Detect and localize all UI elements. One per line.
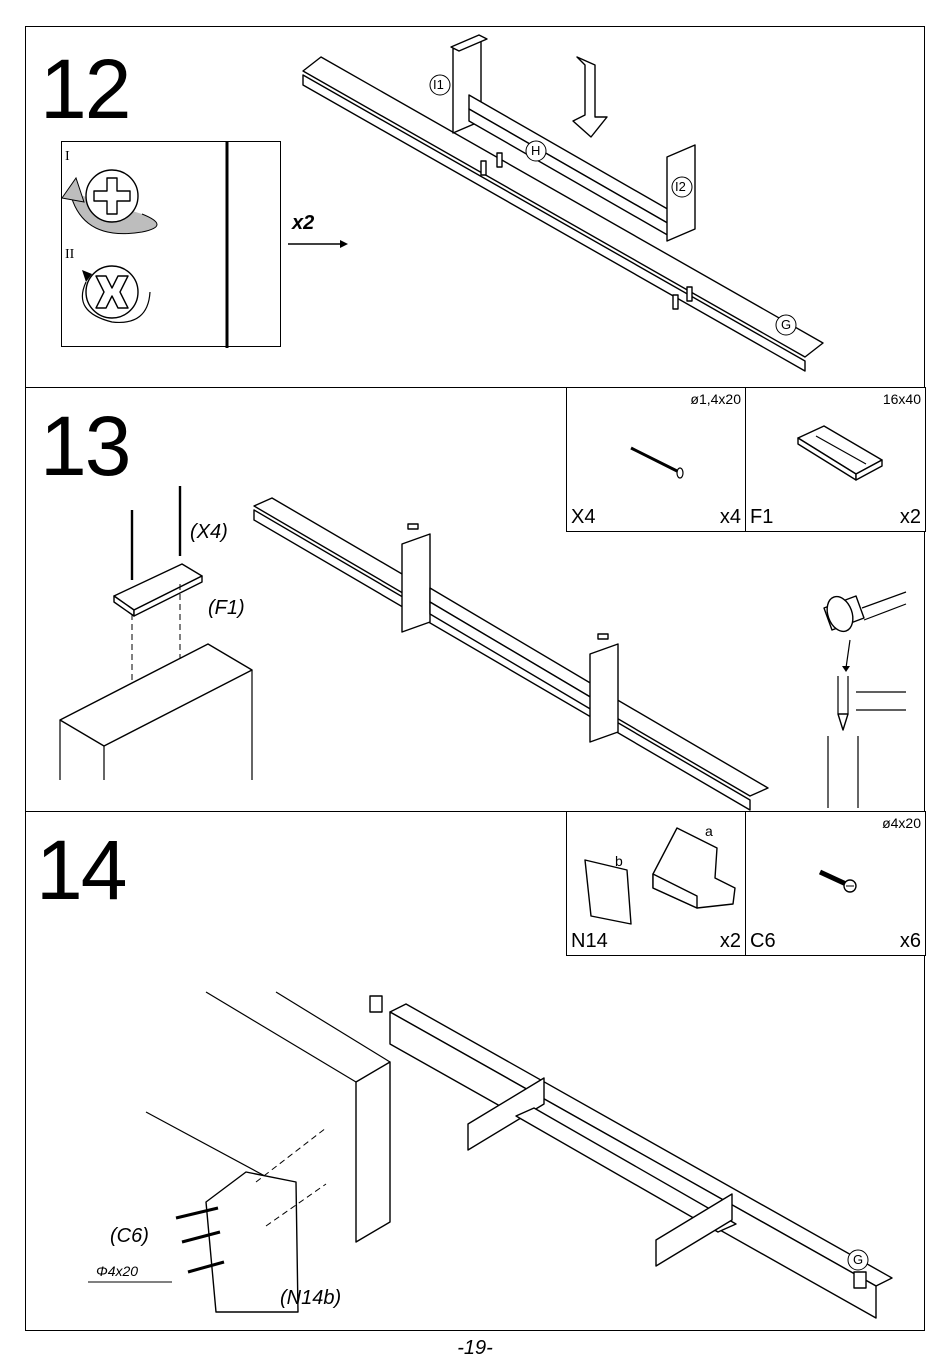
multiplier-label: x2 (292, 212, 315, 234)
step-13-panel: 13 ø1,4x20 X4 x4 16x40 F1 x2 (26, 387, 926, 811)
part-code: F1 (750, 506, 774, 528)
crossbar-label: H (531, 143, 541, 158)
glide-pad-icon (797, 425, 883, 481)
instruction-sheet: 12 I II x2 (25, 26, 926, 1332)
label-bubble-g (775, 314, 797, 336)
nail-icon (630, 446, 684, 479)
part-box-c6: ø4x20 C6 x6 (745, 811, 926, 956)
phase-one-label: I (65, 149, 70, 164)
screw-callout: (C6) (110, 1225, 149, 1247)
post-left-label: I1 (433, 77, 444, 92)
label-bubble-g (847, 1249, 869, 1271)
screw-spec-leader (88, 1281, 172, 1283)
part-spec: 16x40 (882, 391, 921, 407)
part-box-f1: 16x40 F1 x2 (745, 387, 926, 532)
bracket-letter-a: a (705, 823, 713, 839)
bracket-letter-b: b (615, 853, 623, 869)
label-bubble-h (525, 140, 547, 162)
label-bubble-i1 (429, 74, 451, 96)
nails-callout: (X4) (190, 521, 228, 543)
pad-callout: (F1) (208, 597, 245, 619)
rail-with-brackets-drawing (369, 995, 893, 1319)
bracket-callout: (N14b) (280, 1287, 342, 1309)
post-right-label: I2 (675, 179, 686, 194)
label-bubble-i2 (671, 176, 693, 198)
step-12-panel: 12 I II x2 (26, 27, 924, 387)
part-qty: x2 (719, 930, 741, 952)
rail-label: G (853, 1252, 864, 1267)
hammer-detail-drawing (823, 591, 907, 808)
part-qty: x6 (899, 930, 921, 952)
arrow-right-icon (288, 240, 348, 248)
bracket-mount-detail-drawing (145, 991, 391, 1313)
part-code: C6 (750, 930, 776, 952)
rail-label: G (781, 317, 792, 332)
cam-lock-inset: I II (61, 141, 281, 348)
step-number: 14 (36, 823, 127, 917)
part-box-n14: b a N14 x2 (566, 811, 746, 956)
part-code: X4 (571, 506, 596, 528)
part-spec: ø1,4x20 (690, 391, 741, 407)
part-code: N14 (571, 930, 608, 952)
part-qty: x2 (899, 506, 921, 528)
step-number: 12 (40, 42, 131, 136)
step-14-panel: 14 b a N14 x2 ø4x20 C6 x6 (26, 811, 926, 1332)
page-number: -19- (457, 1337, 493, 1359)
bracket-pair-icon (584, 827, 736, 925)
part-qty: x4 (719, 506, 741, 528)
rail-with-legs-drawing (253, 497, 769, 811)
glide-pad-detail-drawing (59, 486, 253, 780)
screw-spec-callout: Φ4x20 (96, 1263, 139, 1279)
screw-icon (818, 869, 857, 893)
cam-lock-drawing (61, 142, 229, 348)
part-box-x4: ø1,4x20 X4 x4 (566, 387, 746, 532)
rail-assembly-drawing (302, 34, 824, 372)
part-spec: ø4x20 (882, 815, 921, 831)
phase-two-label: II (65, 247, 75, 262)
step-number: 13 (40, 399, 131, 493)
